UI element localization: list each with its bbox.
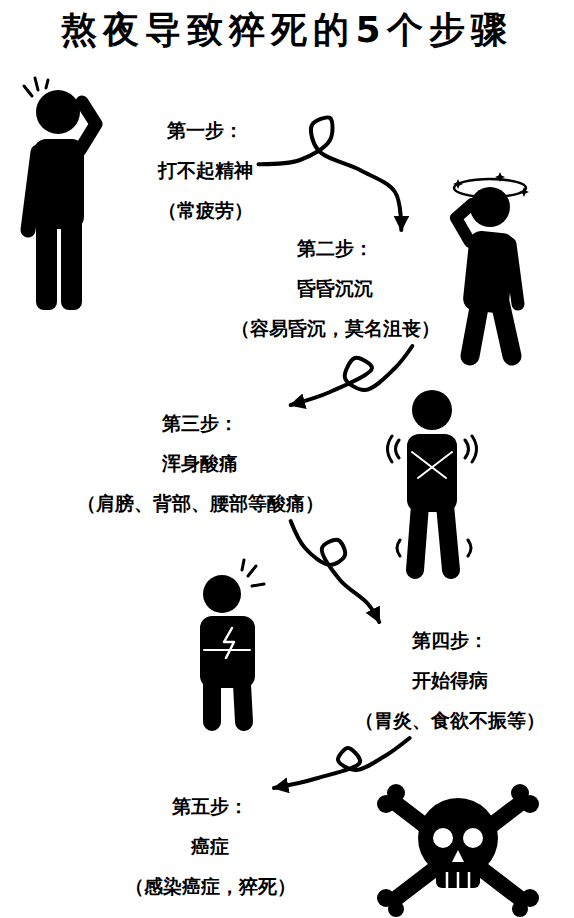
- step-text-group: 第三步： 浑身酸痛 （肩膀、背部、腰部等酸痛）: [71, 405, 330, 521]
- step-stage: 昏昏沉沉: [231, 276, 440, 300]
- step-arrow: [259, 117, 402, 230]
- skull-eye: [433, 828, 453, 848]
- figure-leg: [61, 215, 82, 310]
- figure-arm: [28, 152, 38, 230]
- dizzy-star: [495, 172, 505, 182]
- dizzy-star: [519, 187, 529, 197]
- figure-head: [412, 390, 452, 430]
- skull-nose: [452, 850, 464, 862]
- pain-mark: [242, 560, 264, 586]
- step-arrow: [291, 346, 413, 405]
- step-arrow: [291, 521, 380, 622]
- step-text-group: 第五步： 癌症 （感染癌症，猝死）: [119, 788, 302, 904]
- diagram-title: 熬夜导致猝死的5个步骤: [0, 8, 574, 52]
- step-symptoms: （常疲劳）: [158, 198, 253, 222]
- step-text-group: 第二步： 昏昏沉沉 （容易昏沉，莫名沮丧）: [225, 230, 446, 346]
- skull-eye: [463, 828, 483, 848]
- bone-knob: [511, 784, 529, 802]
- pain-mark: [24, 78, 48, 96]
- step-number: 第五步：: [125, 794, 296, 818]
- figure-leg: [212, 684, 244, 722]
- crossed-arms: [412, 452, 452, 478]
- step-number: 第一步：: [158, 118, 253, 142]
- step-stage: 癌症: [125, 834, 296, 858]
- figure-leg: [415, 505, 451, 570]
- tired-person-figure: [24, 78, 96, 310]
- shiver-mark: [388, 436, 477, 556]
- step-arrow: [274, 738, 410, 788]
- figure-arm: [456, 204, 472, 242]
- step-symptoms: （胃炎、食欲不振等）: [355, 708, 545, 732]
- dizzy-person-figure: [453, 172, 529, 356]
- skull-crossbones: [377, 784, 539, 917]
- step-number: 第三步：: [77, 411, 324, 435]
- bone-knob: [387, 784, 405, 802]
- aching-person-figure: [388, 390, 477, 570]
- figure-head: [203, 575, 241, 613]
- figure-head: [36, 90, 80, 134]
- step-number: 第四步：: [355, 628, 545, 652]
- bone-knob: [388, 901, 404, 917]
- step-symptoms: （容易昏沉，莫名沮丧）: [231, 316, 440, 340]
- step-number: 第二步：: [231, 236, 440, 260]
- step-symptoms: （感染癌症，猝死）: [125, 874, 296, 898]
- skull-jaw: [436, 858, 480, 888]
- pain-lightning: [224, 628, 234, 658]
- bone-knob: [512, 901, 528, 917]
- step-stage: 开始得病: [355, 668, 545, 692]
- step-text-group: 第四步： 开始得病 （胃炎、食欲不振等）: [349, 622, 551, 738]
- figure-arm: [510, 244, 518, 304]
- figure-arm: [204, 649, 250, 651]
- step-symptoms: （肩膀、背部、腰部等酸痛）: [77, 491, 324, 515]
- skull-teeth: [447, 872, 469, 888]
- step-stage: 打不起精神: [158, 158, 253, 182]
- dizzy-star: [453, 179, 463, 189]
- sick-person-figure: [200, 560, 264, 722]
- step-stage: 浑身酸痛: [77, 451, 324, 475]
- figure-leg: [470, 302, 512, 356]
- figure-arm: [80, 102, 96, 150]
- figure-leg: [36, 215, 57, 310]
- step-text-group: 第一步： 打不起精神 （常疲劳）: [152, 112, 259, 228]
